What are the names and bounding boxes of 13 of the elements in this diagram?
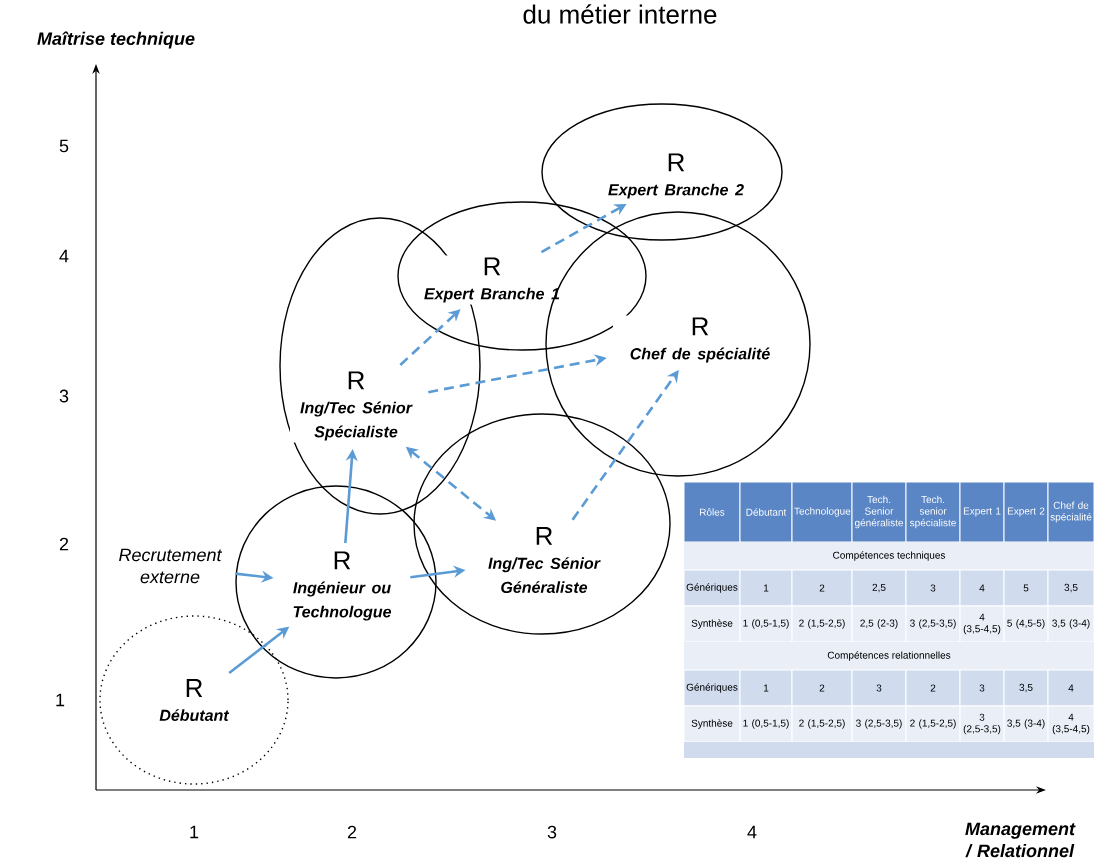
- tick-label: 2: [59, 537, 69, 551]
- tick-label: 3: [547, 825, 557, 839]
- tick-label: 3: [59, 389, 69, 403]
- tick-label: 5: [59, 139, 69, 153]
- tick-label: 4: [747, 825, 757, 839]
- title: du métier interne: [523, 4, 717, 24]
- tick-label: 2: [347, 825, 357, 839]
- entry-label: Recrutement externe: [119, 548, 223, 584]
- axis-title: Management / Relationnel: [965, 822, 1076, 858]
- axis-title: Maîtrise technique: [37, 31, 195, 49]
- tick-label: 1: [190, 825, 199, 839]
- tick-label: 4: [59, 249, 69, 263]
- tick-label: 1: [56, 693, 65, 707]
